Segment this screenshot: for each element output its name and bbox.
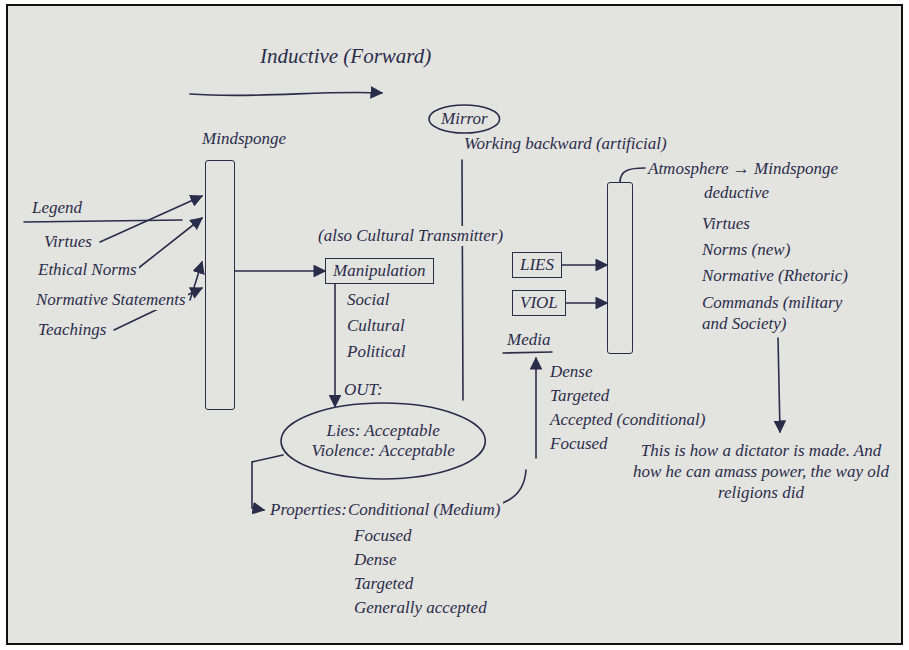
rule-item: Commands (military and Society) bbox=[700, 292, 854, 334]
tag-box: VIOL bbox=[512, 290, 566, 316]
connector-arrow bbox=[334, 284, 336, 407]
media-item: Targeted bbox=[548, 386, 611, 406]
forward-arrow bbox=[190, 92, 382, 95]
note-label: (also Cultural Transmitter) bbox=[316, 226, 505, 246]
legend-item: Ethical Norms bbox=[36, 260, 139, 280]
node-heading: Atmosphere → Mindsponge bbox=[646, 159, 840, 179]
media-underline bbox=[503, 352, 552, 353]
category-label: Cultural bbox=[345, 316, 407, 336]
divider-line bbox=[462, 160, 463, 400]
node-text: LIES bbox=[520, 255, 554, 275]
media-item: Accepted (conditional) bbox=[548, 410, 707, 430]
conclusion-arrow bbox=[778, 338, 780, 432]
mindsponge-bar: Mindsponge bbox=[205, 160, 235, 410]
input-arrow bbox=[100, 196, 202, 242]
node-heading: Mindsponge bbox=[200, 129, 288, 149]
rule-item: Normative (Rhetoric) bbox=[700, 266, 850, 286]
rule-item: Virtues bbox=[700, 214, 752, 234]
legend-item: Teachings bbox=[36, 320, 108, 340]
output-label: OUT: bbox=[342, 380, 385, 400]
legend-heading: Legend bbox=[30, 198, 84, 218]
property-item: Focused bbox=[352, 526, 414, 546]
direction-note: Working backward (artificial) bbox=[462, 134, 669, 154]
legend-item: Virtues bbox=[42, 232, 94, 252]
property-item: Generally accepted bbox=[352, 598, 489, 618]
mindsponge-bar: Atmosphere → Mindspongedeductive bbox=[607, 182, 633, 354]
diagram-title: Inductive (Forward) bbox=[258, 44, 433, 68]
legend-item: Normative Statements bbox=[34, 290, 188, 310]
tag-box: LIES bbox=[512, 252, 562, 278]
node-text: Manipulation bbox=[333, 261, 426, 281]
media-arrow bbox=[535, 358, 537, 458]
media-item: Dense bbox=[548, 362, 594, 382]
input-arrow bbox=[136, 218, 202, 270]
property-item: Conditional (Medium) bbox=[346, 500, 503, 520]
input-arrow bbox=[190, 262, 202, 300]
conclusion-note: This is how a dictator is made. And how … bbox=[628, 440, 894, 503]
process-box: Manipulation bbox=[325, 258, 434, 284]
mirror-ellipse: Mirror bbox=[428, 104, 501, 134]
atmosphere-line bbox=[620, 168, 645, 182]
rule-item: Norms (new) bbox=[700, 240, 792, 260]
node-text: VIOL bbox=[520, 293, 558, 313]
output-oval: Lies: AcceptableViolence: Acceptable bbox=[280, 402, 486, 480]
properties-heading: Properties: bbox=[268, 500, 349, 520]
connector-arrow bbox=[235, 270, 325, 272]
property-item: Targeted bbox=[352, 574, 415, 594]
property-item: Dense bbox=[352, 550, 398, 570]
media-heading: Media bbox=[505, 330, 552, 350]
node-heading: deductive bbox=[702, 183, 771, 203]
connector-arrow bbox=[562, 264, 607, 266]
node-text: Lies: Acceptable bbox=[326, 421, 439, 441]
media-item: Focused bbox=[548, 434, 610, 454]
node-text: Violence: Acceptable bbox=[311, 441, 454, 461]
connector-arrow bbox=[566, 302, 607, 304]
oval-line bbox=[281, 403, 485, 479]
legend-underline bbox=[24, 220, 182, 222]
category-label: Social bbox=[345, 290, 392, 310]
category-label: Political bbox=[345, 342, 408, 362]
node-text: Mirror bbox=[441, 109, 488, 129]
oval-line bbox=[429, 105, 500, 133]
